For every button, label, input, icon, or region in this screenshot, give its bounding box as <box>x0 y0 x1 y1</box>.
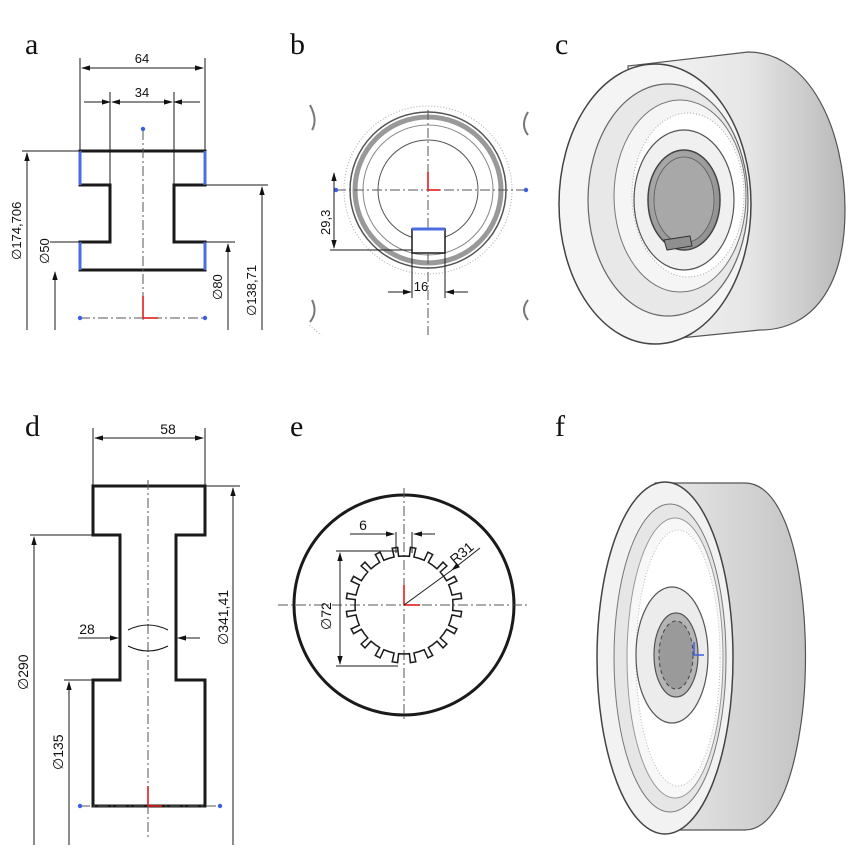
panel-b-section-view <box>308 104 529 335</box>
panel-label-b: b <box>290 28 305 61</box>
dim-d-width: 58 <box>160 421 176 437</box>
dim-a-dia-flange: ∅138,71 <box>244 265 259 316</box>
spline-profile <box>345 546 463 664</box>
dim-d-dia-outer: ∅341,41 <box>215 590 231 645</box>
panel-e-spline-view <box>278 488 530 722</box>
panel-label-e: e <box>290 410 304 443</box>
dim-b-key-width: 16 <box>414 279 428 294</box>
dim-a-dia-mid: ∅80 <box>210 274 225 300</box>
dim-e-dia: ∅72 <box>318 602 334 630</box>
panel-d-profile <box>30 428 240 845</box>
panel-label-f: f <box>555 410 565 443</box>
dim-b-key-depth: 29,3 <box>318 210 333 235</box>
dim-a-width-inner: 34 <box>135 85 149 100</box>
panel-a-profile <box>22 58 268 330</box>
profile-outline-d <box>91 484 207 808</box>
dim-d-dia-hub: ∅135 <box>50 734 66 770</box>
dim-d-web: 28 <box>79 621 95 637</box>
panel-f-render <box>596 481 807 835</box>
dim-a-width-outer: 64 <box>135 51 149 66</box>
panel-label-d: d <box>25 410 40 443</box>
panel-label-a: a <box>25 28 39 61</box>
dim-a-dia-outer: ∅174,706 <box>9 202 24 260</box>
dim-e-spline-width: 6 <box>359 517 367 533</box>
dim-a-dia-hub: ∅50 <box>37 238 52 264</box>
panel-label-c: c <box>555 28 569 61</box>
panel-c-render <box>558 51 846 345</box>
dim-d-dia-mid: ∅290 <box>15 654 31 690</box>
dim-e-radius: R31 <box>447 538 477 567</box>
spline-teeth <box>345 546 463 664</box>
